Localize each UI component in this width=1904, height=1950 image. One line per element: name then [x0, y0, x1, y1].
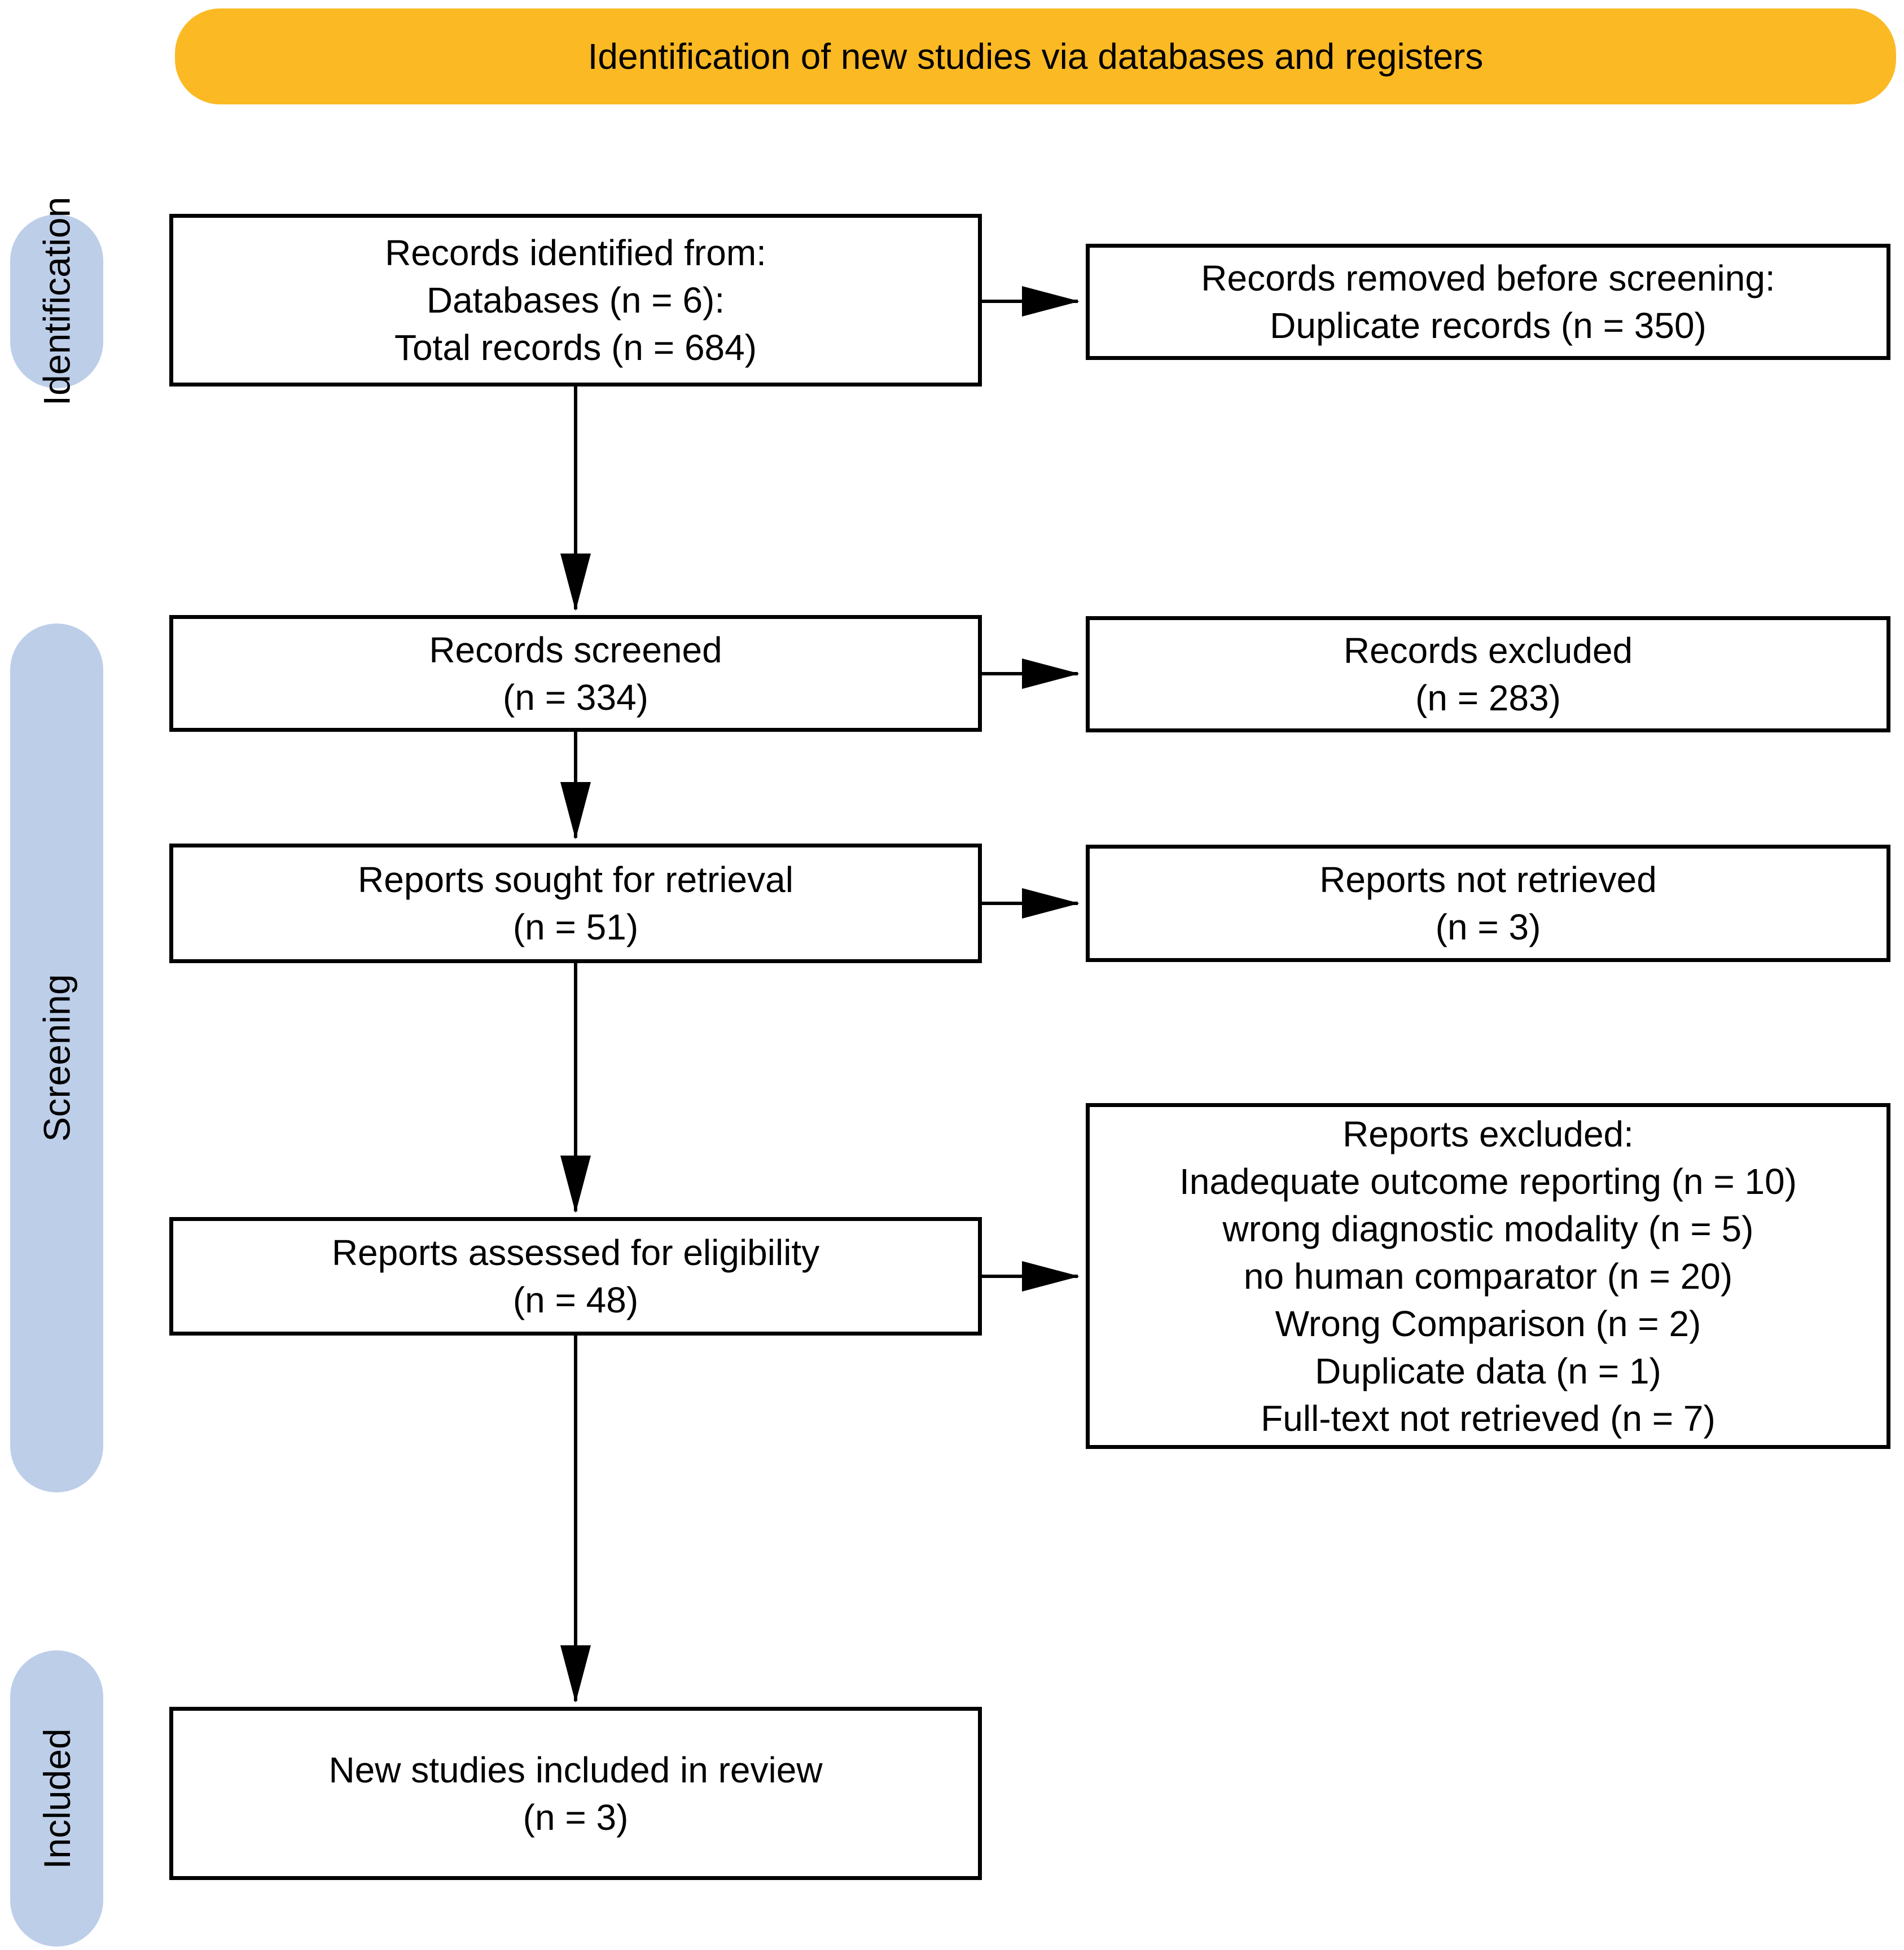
box-text-line: (n = 3)	[1435, 907, 1541, 947]
box-text-line: Reports sought for retrieval	[358, 859, 793, 900]
box-text-line: Reports excluded:	[1343, 1113, 1634, 1154]
box-text-line: Inadequate outcome reporting (n = 10)	[1179, 1161, 1797, 1202]
box-text-line: Databases (n = 6):	[426, 280, 725, 320]
box-new-studies-included: New studies included in review (n = 3)	[169, 1707, 982, 1880]
box-text-line: (n = 334)	[503, 677, 648, 718]
box-text-line: no human comparator (n = 20)	[1243, 1255, 1733, 1297]
stage-label-text: Screening	[36, 974, 78, 1142]
box-text-line: Reports not retrieved	[1319, 859, 1657, 900]
box-text-line: (n = 51)	[512, 907, 639, 947]
box-records-removed: Records removed before screening: Duplic…	[1086, 244, 1890, 360]
stage-label-screening: Screening	[10, 623, 103, 1492]
box-text-line: (n = 3)	[523, 1797, 629, 1838]
box-text-line: Records removed before screening:	[1201, 258, 1775, 298]
box-records-excluded: Records excluded (n = 283)	[1086, 616, 1890, 732]
box-reports-assessed: Reports assessed for eligibility (n = 48…	[169, 1217, 982, 1336]
box-text-line: Reports assessed for eligibility	[331, 1232, 820, 1273]
box-reports-sought: Reports sought for retrieval (n = 51)	[169, 844, 982, 963]
box-reports-excluded: Reports excluded: Inadequate outcome rep…	[1086, 1103, 1890, 1449]
stage-label-identification: Identification	[10, 197, 103, 406]
box-text-line: Total records (n = 684)	[394, 327, 757, 368]
box-text-line: wrong diagnostic modality (n = 5)	[1222, 1208, 1754, 1249]
box-text-line: New studies included in review	[328, 1749, 823, 1790]
box-text-line: Full-text not retrieved (n = 7)	[1261, 1398, 1716, 1439]
box-text-line: Wrong Comparison (n = 2)	[1275, 1303, 1701, 1344]
box-text-line: (n = 283)	[1415, 678, 1561, 718]
box-text-line: Records identified from:	[385, 232, 766, 273]
box-text-line: Duplicate records (n = 350)	[1270, 305, 1706, 346]
box-text-line: Records screened	[429, 629, 722, 670]
box-records-screened: Records screened (n = 334)	[169, 615, 982, 732]
box-text-line: Duplicate data (n = 1)	[1315, 1350, 1661, 1391]
diagram-title-banner: Identification of new studies via databa…	[175, 8, 1896, 104]
stage-label-text: Identification	[36, 196, 78, 406]
stage-label-text: Included	[36, 1728, 78, 1869]
box-reports-not-retrieved: Reports not retrieved (n = 3)	[1086, 845, 1890, 962]
box-records-identified: Records identified from: Databases (n = …	[169, 214, 982, 387]
diagram-title: Identification of new studies via databa…	[587, 36, 1484, 77]
stage-label-included: Included	[10, 1650, 103, 1947]
box-text-line: (n = 48)	[512, 1280, 639, 1320]
box-text-line: Records excluded	[1343, 630, 1633, 671]
